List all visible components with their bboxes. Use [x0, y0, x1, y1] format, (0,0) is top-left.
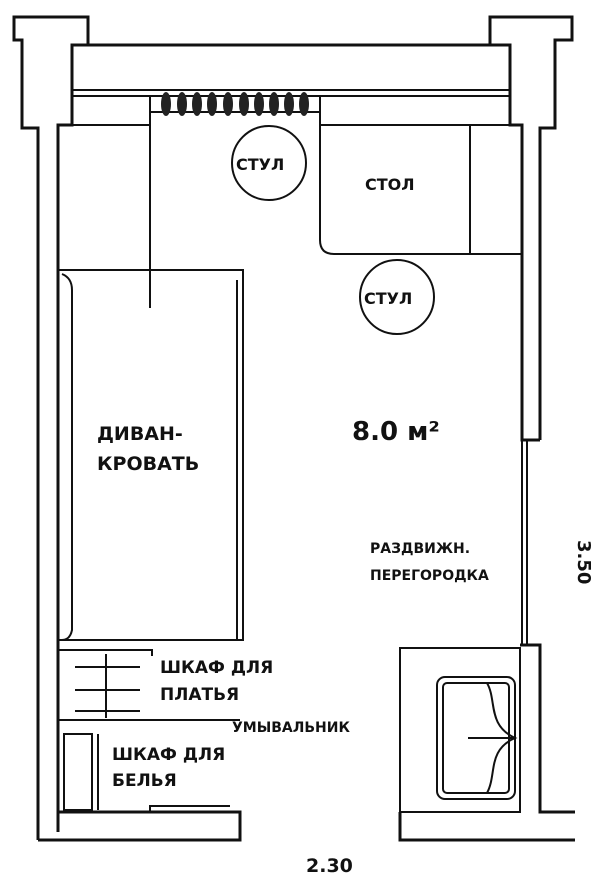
- bottom-wall-left: [38, 810, 242, 842]
- bottom-wall-right: [398, 812, 575, 842]
- sofa-bed: [58, 269, 244, 641]
- dress-wardrobe-label-2: ПЛАТЬЯ: [160, 685, 239, 705]
- dress-wardrobe-label-1: ШКАФ ДЛЯ: [160, 658, 273, 678]
- linen-wardrobe-label-1: ШКАФ ДЛЯ: [112, 745, 225, 765]
- area-label: 8.0 м²: [352, 417, 440, 447]
- partition-label-1: РАЗДВИЖН.: [370, 541, 470, 557]
- desk: [319, 239, 522, 255]
- dimension-depth: 3.50: [573, 540, 594, 584]
- right-wall-lower: [520, 643, 575, 814]
- washbasin: [399, 647, 521, 813]
- dress-wardrobe: [58, 649, 240, 721]
- sofa-label-1: ДИВАН-: [97, 423, 183, 445]
- chair-2-label: СТУЛ: [364, 289, 412, 308]
- table-label: СТОЛ: [365, 175, 415, 194]
- partition-label-2: ПЕРЕГОРОДКА: [370, 568, 489, 584]
- outer-wall: [12, 15, 574, 840]
- radiator: [149, 92, 321, 116]
- washbasin-label: УМЫВАЛЬНИК: [232, 720, 350, 736]
- dimension-width: 2.30: [306, 855, 353, 877]
- chair-1: [231, 125, 307, 201]
- chair-1-label: СТУЛ: [236, 155, 284, 174]
- chair-2: [359, 259, 435, 335]
- sofa-label-2: КРОВАТЬ: [97, 453, 199, 475]
- linen-wardrobe-label-2: БЕЛЬЯ: [112, 771, 177, 791]
